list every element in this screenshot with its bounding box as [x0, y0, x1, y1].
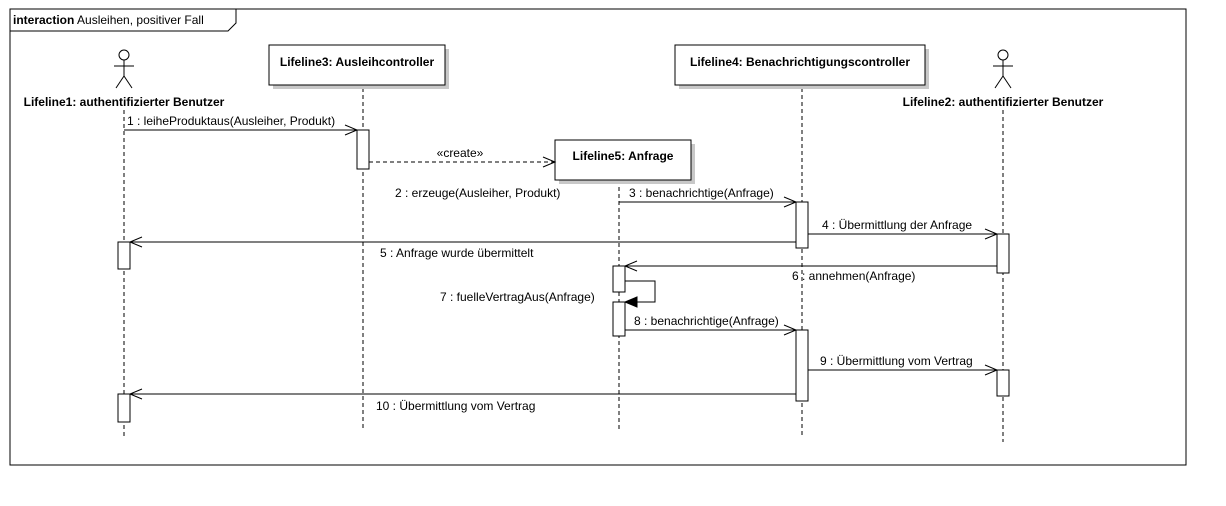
activation-l4-b: [795, 329, 809, 402]
message-10-label: 10 : Übermittlung vom Vertrag: [376, 399, 535, 413]
interaction-frame: [9, 8, 1187, 466]
message-3-label: 3 : benachrichtige(Anfrage): [629, 186, 774, 200]
message-9: 9 : Übermittlung vom Vertrag: [808, 354, 999, 376]
message-create-label: «create»: [437, 146, 484, 160]
lifeline1-label: Lifeline1: authentifizierter Benutzer: [24, 95, 225, 109]
message-8-label: 8 : benachrichtige(Anfrage): [634, 314, 779, 328]
message-3: 3 : benachrichtige(Anfrage): [619, 186, 798, 208]
activation-l1-a: [117, 241, 131, 270]
activation-l5-a: [612, 265, 626, 293]
message-10: 10 : Übermittlung vom Vertrag: [128, 388, 796, 413]
message-5: 5 : Anfrage wurde übermittelt: [128, 236, 796, 260]
frame-title: interaction Ausleihen, positiver Fall: [13, 13, 204, 27]
lifeline3-box: Lifeline3: Ausleihcontroller: [268, 44, 449, 89]
activation-l2-b: [996, 369, 1010, 397]
lifeline5-box: Lifeline5: Anfrage: [554, 139, 695, 184]
message-4-label: 4 : Übermittlung der Anfrage: [822, 218, 972, 232]
message-8: 8 : benachrichtige(Anfrage): [625, 314, 798, 336]
lifeline5-label: Lifeline5: Anfrage: [573, 149, 674, 163]
message-1-label: 1 : leiheProduktaus(Ausleiher, Produkt): [127, 114, 335, 128]
message-create: «create»: [369, 146, 557, 168]
actor1-stick-figure: [114, 49, 134, 89]
message-2-label: 2 : erzeuge(Ausleiher, Produkt): [395, 186, 560, 200]
message-1: 1 : leiheProduktaus(Ausleiher, Produkt): [124, 114, 359, 136]
message-9-label: 9 : Übermittlung vom Vertrag: [820, 354, 973, 368]
message-6: 6 : annehmen(Anfrage): [623, 260, 997, 283]
message-7-label: 7 : fuelleVertragAus(Anfrage): [440, 290, 595, 304]
lifeline2-label: Lifeline2: authentifizierter Benutzer: [903, 95, 1104, 109]
actor2-stick-figure: [993, 49, 1013, 89]
lifeline4-box: Lifeline4: Benachrichtigungscontroller: [674, 44, 929, 89]
activation-l1-b: [117, 393, 131, 423]
activation-l5-b: [612, 301, 626, 337]
message-5-label: 5 : Anfrage wurde übermittelt: [380, 246, 534, 260]
lifeline4-label: Lifeline4: Benachrichtigungscontroller: [690, 55, 910, 69]
activation-l4-a: [795, 201, 809, 249]
message-7: 7 : fuelleVertragAus(Anfrage): [440, 280, 656, 308]
message-6-label: 6 : annehmen(Anfrage): [792, 269, 915, 283]
activation-l2-a: [996, 233, 1010, 274]
activation-l3: [356, 129, 370, 170]
lifeline3-label: Lifeline3: Ausleihcontroller: [280, 55, 435, 69]
message-4: 4 : Übermittlung der Anfrage: [808, 218, 999, 240]
frame-title-tab: [10, 9, 237, 32]
